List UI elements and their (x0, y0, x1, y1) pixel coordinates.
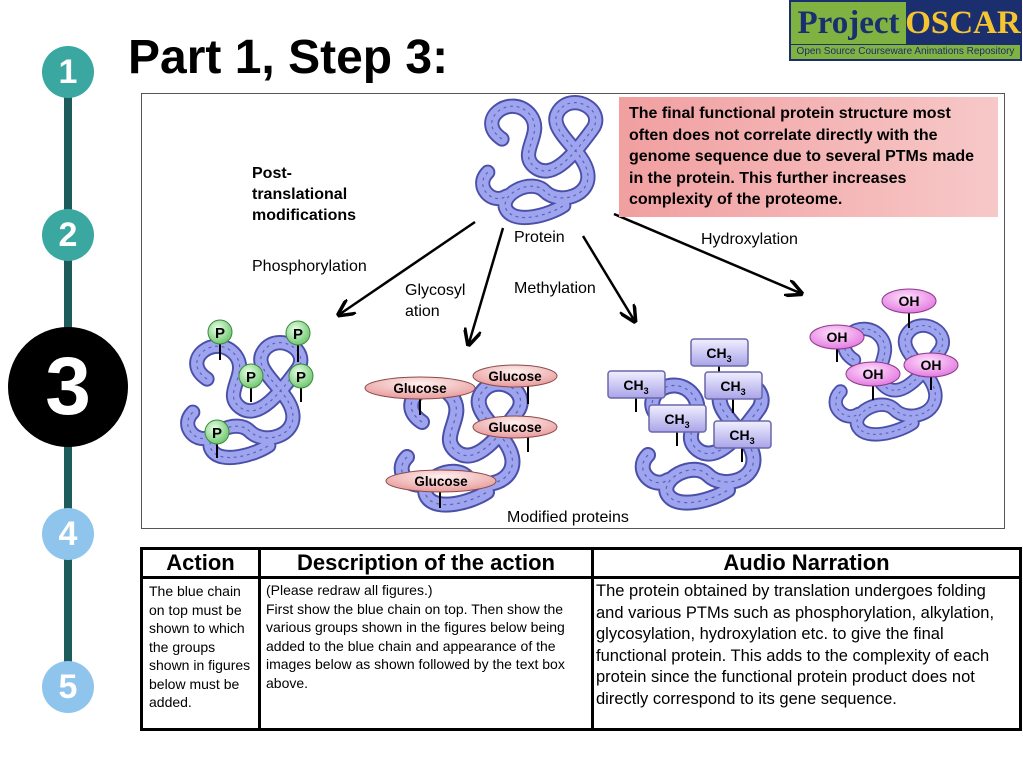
hydroxyl-label: OH (899, 293, 920, 309)
table-row: The blue chain on top must be shown to w… (140, 576, 1022, 731)
hydroxyl-pill (881, 288, 937, 314)
step-3-badge[interactable]: 3 (8, 327, 128, 447)
project-oscar-logo: Project OSCAR Open Source Courseware Ani… (789, 0, 1022, 61)
step-5-badge[interactable]: 5 (42, 661, 94, 713)
methyl-label: CH3 (623, 377, 648, 396)
hydroxyl-pill (903, 352, 959, 378)
logo-tagline: Open Source Courseware Animations Reposi… (791, 45, 1020, 59)
header-action: Action (140, 547, 261, 579)
arrow-methylation (581, 235, 634, 320)
glucose-capsule (472, 415, 558, 439)
methyl-box (704, 371, 763, 400)
description-cell: (Please redraw all figures.) First show … (258, 576, 594, 731)
methyl-label: CH3 (664, 411, 689, 430)
methyl-label: CH3 (729, 427, 754, 446)
hydroxyl-label: OH (827, 329, 848, 345)
methyl-groups: CH3 CH3 CH3 CH3 CH3 (607, 338, 772, 462)
phosphate-groups: P P P P P (204, 319, 314, 458)
header-narration: Audio Narration (591, 547, 1022, 579)
timeline-line-lower (64, 492, 72, 692)
glucose-label: Glucose (414, 474, 468, 489)
methyl-label: CH3 (706, 345, 731, 364)
phosphate-label: P (215, 325, 225, 342)
protein-chain-center (483, 103, 596, 218)
step-2-badge[interactable]: 2 (42, 209, 94, 261)
hydroxyl-label: OH (921, 357, 942, 373)
ptm-callout-box: The final functional protein structure m… (619, 97, 998, 217)
step-4-badge[interactable]: 4 (42, 508, 94, 560)
methyl-box (607, 370, 666, 399)
phosphate-bubble (238, 363, 264, 389)
phosphate-bubble (285, 320, 311, 346)
storyboard-table: Action Description of the action Audio N… (140, 547, 1022, 731)
hydroxylation-label: Hydroxylation (701, 231, 798, 248)
protein-chain-phospho (188, 343, 301, 458)
arrow-hydroxylation (613, 212, 800, 293)
glucose-label: Glucose (488, 369, 542, 384)
action-cell: The blue chain on top must be shown to w… (140, 576, 261, 731)
logo-project-text: Project (791, 2, 906, 44)
phosphate-bubble (288, 363, 314, 389)
header-description: Description of the action (258, 547, 594, 579)
narration-cell: The protein obtained by translation unde… (591, 576, 1022, 731)
glucose-label: Glucose (488, 420, 542, 435)
methyl-box (648, 404, 707, 433)
methyl-box (713, 420, 772, 449)
page-title: Part 1, Step 3: (128, 31, 449, 84)
step-1-badge[interactable]: 1 (42, 46, 94, 98)
logo-oscar-text: OSCAR (905, 2, 1021, 44)
phosphate-bubble (204, 419, 230, 445)
glucose-groups: Glucose Glucose Glucose Glucose (364, 364, 558, 508)
phosphate-label: P (212, 425, 222, 442)
phosphorylation-label: Phosphorylation (252, 258, 367, 275)
glucose-label: Glucose (393, 381, 447, 396)
methyl-box (690, 338, 749, 367)
modified-proteins-label: Modified proteins (507, 509, 629, 526)
glucose-capsule (364, 376, 476, 400)
phosphate-label: P (246, 369, 256, 386)
ptm-heading: Post- translational modifications (252, 165, 357, 224)
glycosylation-label: Glycosyl ation (405, 282, 466, 320)
methylation-label: Methylation (514, 280, 596, 297)
hydroxyl-label: OH (863, 366, 884, 382)
hydroxyl-pill (809, 324, 865, 350)
arrow-phosphorylation (340, 220, 476, 314)
protein-label: Protein (514, 229, 565, 246)
table-header-row: Action Description of the action Audio N… (140, 547, 1022, 579)
phosphate-label: P (296, 369, 306, 386)
phosphate-label: P (293, 326, 303, 343)
hydroxyl-groups: OH OH OH OH (809, 288, 959, 400)
glucose-capsule (472, 364, 558, 388)
methyl-label: CH3 (720, 378, 745, 397)
glucose-capsule (385, 469, 497, 493)
phosphate-bubble (207, 319, 233, 345)
timeline-line-upper (64, 72, 72, 492)
arrow-glycosylation (469, 227, 505, 343)
hydroxyl-pill (845, 361, 901, 387)
